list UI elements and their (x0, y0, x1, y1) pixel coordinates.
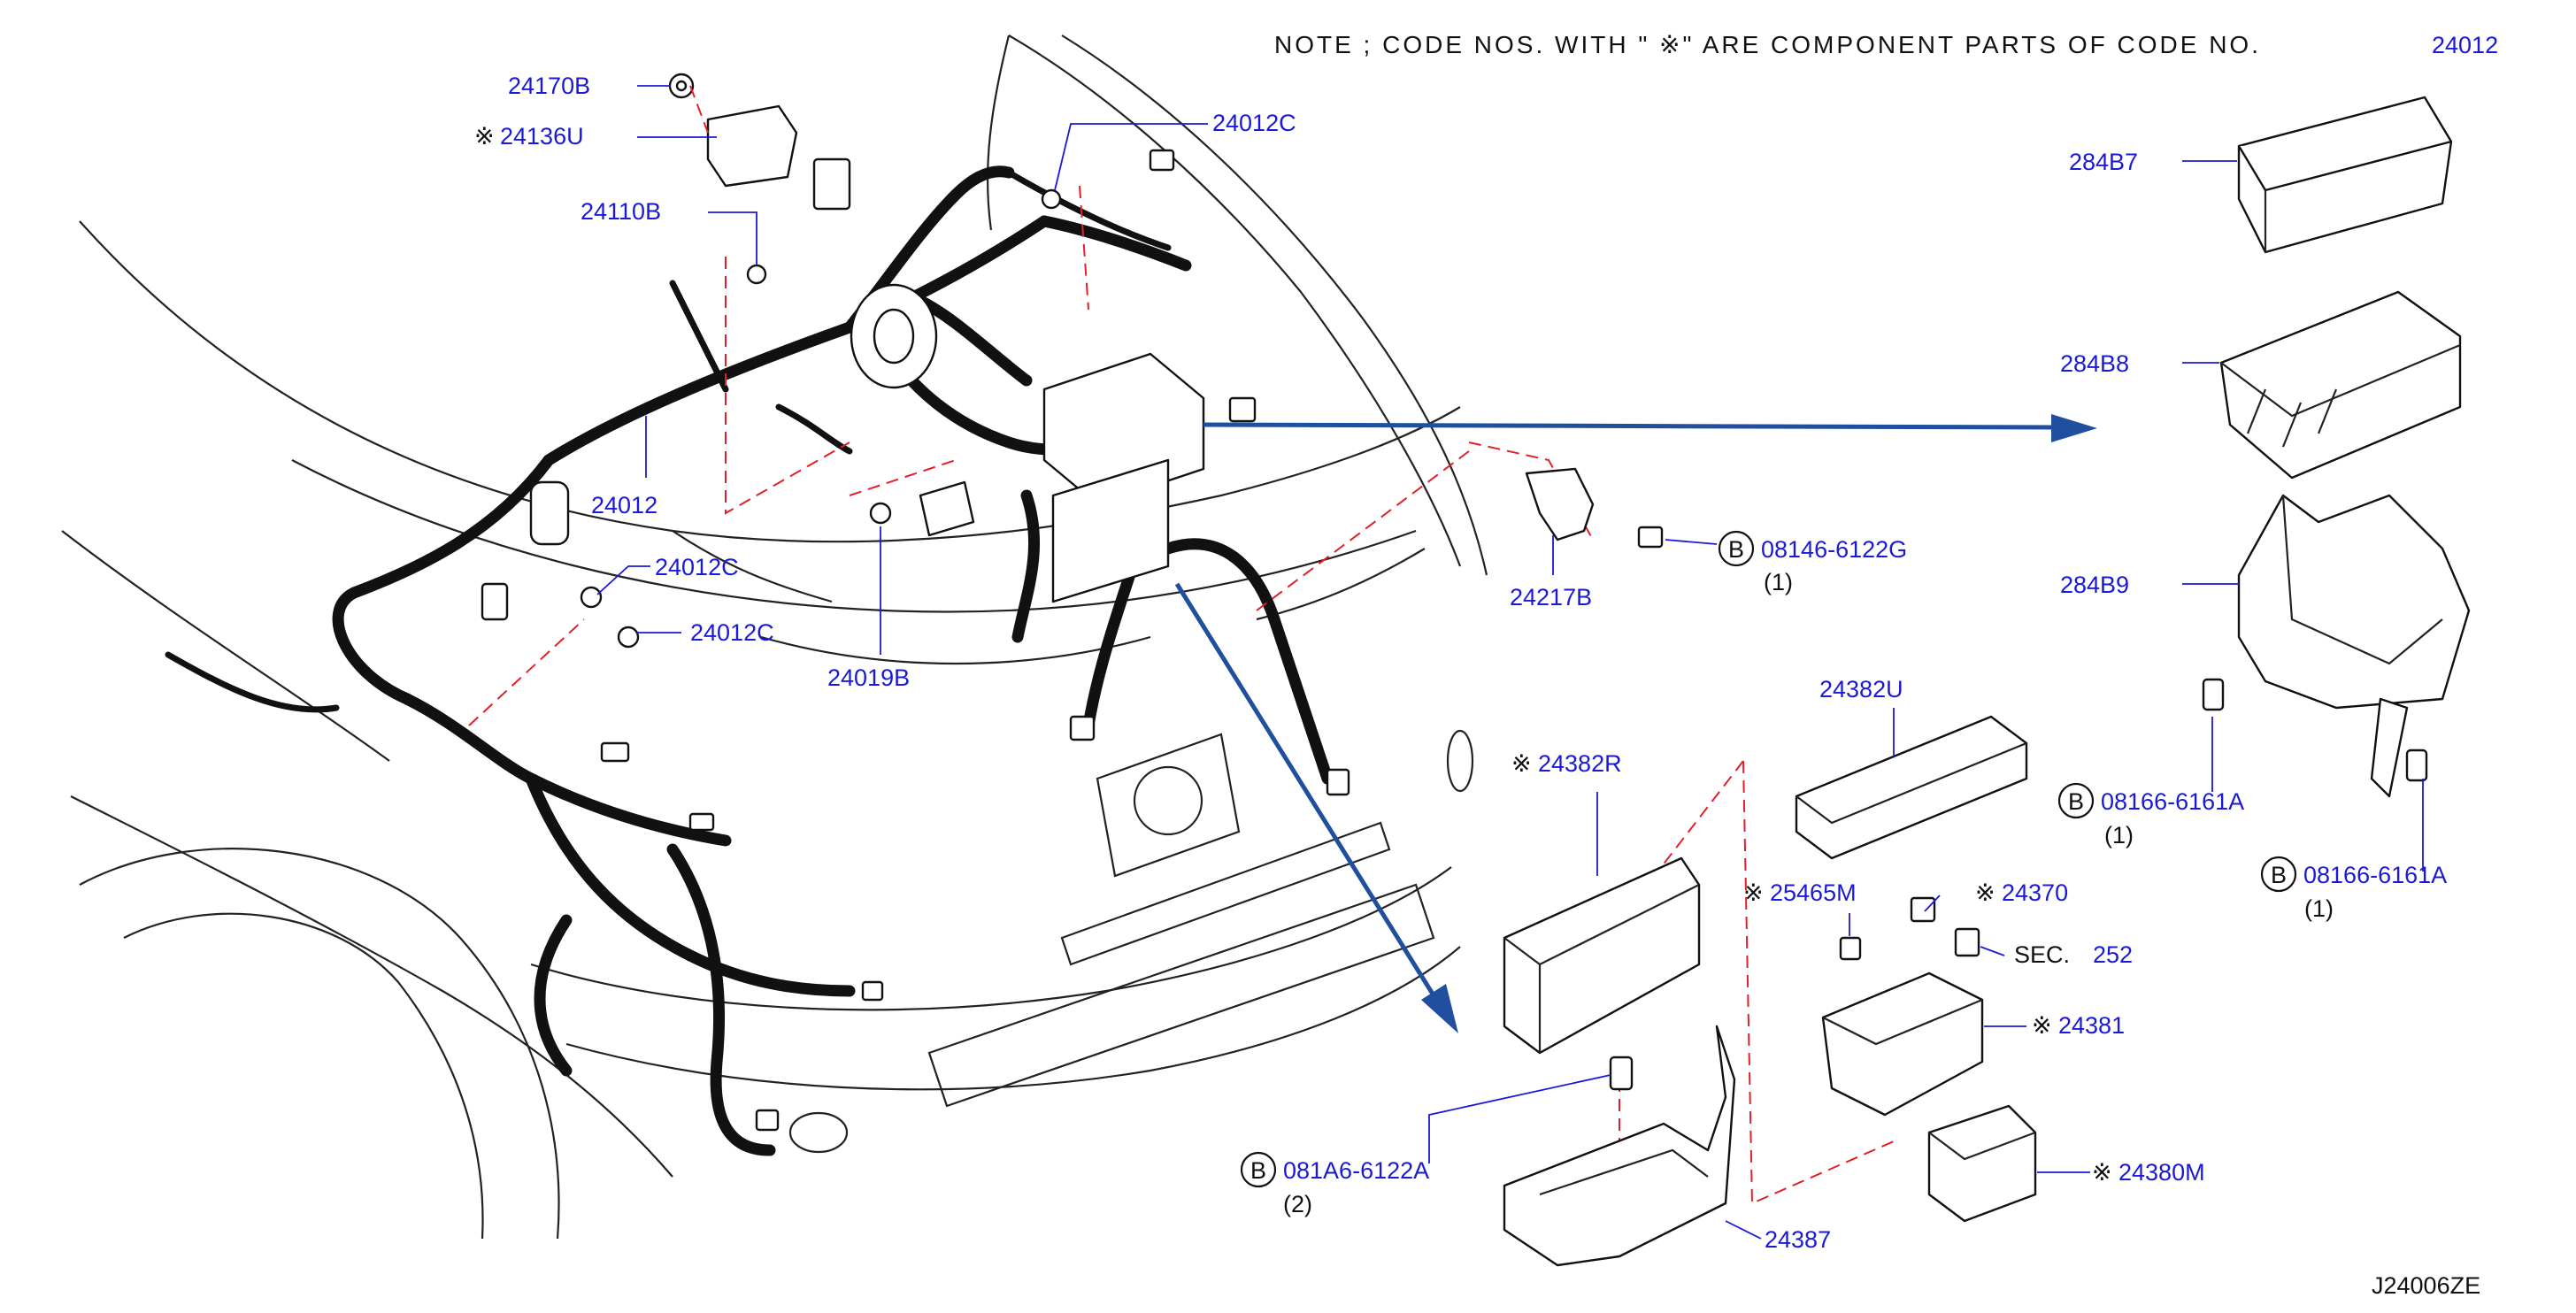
component-mark-icon: ※ (1743, 879, 1764, 906)
note-code: 24012 (2432, 32, 2498, 58)
label-284B7[interactable]: 284B7 (2069, 149, 2138, 175)
nut-icon (869, 502, 892, 525)
bolt-icon (1637, 526, 1664, 549)
label-24136U[interactable]: 24136U (500, 123, 584, 150)
top-small-parts (580, 73, 1062, 649)
bolt-icon (2202, 678, 2225, 711)
component-mark-icon: ※ (1975, 879, 1995, 906)
connector-icon (688, 812, 715, 832)
label-24382R[interactable]: 24382R (1538, 750, 1622, 777)
relay-box-upper-284B8 (2219, 290, 2462, 480)
label-sec-252[interactable]: 252 (2093, 941, 2133, 968)
part-labels: 24170B ※ 24136U 24110B 24012C 24012 2401… (474, 73, 2205, 1253)
bolt-icon (617, 626, 640, 649)
bolt-b-letter: B (2271, 862, 2287, 888)
bolt-icon (1609, 1056, 1634, 1091)
relay-24380M (1927, 1104, 2037, 1223)
bolt-callout-1: B 08146-6122G (1) (1718, 530, 1907, 595)
bolt-icon (580, 586, 603, 609)
connector-icon (755, 1109, 780, 1132)
label-24217B[interactable]: 24217B (1510, 584, 1592, 610)
relay-box-lower-284B9 (2202, 494, 2471, 798)
connector-icon (1069, 715, 1096, 741)
nut-icon (675, 80, 688, 92)
bolt-callout-4: B 081A6-6122A (2) (1240, 1151, 1429, 1217)
bolt-qty: (1) (1764, 569, 1793, 595)
connector-icon (1228, 396, 1257, 423)
connector-icon (861, 980, 884, 1002)
relay-box-cover-284B7 (2237, 96, 2453, 254)
label-24370[interactable]: 24370 (2002, 879, 2068, 906)
label-sec-prefix: SEC. (2014, 941, 2070, 968)
label-24110B[interactable]: 24110B (581, 198, 661, 225)
bolt-b-letter: B (1250, 1157, 1266, 1184)
connector-icon (1326, 768, 1350, 796)
bolt-callout-3: B 08166-6161A (1) (2260, 856, 2447, 922)
label-284B8[interactable]: 284B8 (2060, 350, 2129, 377)
bolt-b-letter: B (1728, 536, 1744, 563)
arrow-down-icon (1421, 984, 1458, 1033)
relay-case-24382R (1503, 856, 1701, 1055)
relay-icon (1910, 896, 1936, 923)
component-mark-icon: ※ (474, 123, 495, 150)
component-mark-icon: ※ (2032, 1012, 2052, 1039)
label-24012C-a[interactable]: 24012C (655, 554, 739, 580)
bolt-code-081A6-6122A[interactable]: 081A6-6122A (1283, 1157, 1429, 1184)
grommet-icon (873, 308, 915, 365)
label-24170B[interactable]: 24170B (508, 73, 590, 99)
bolt-b-icon (1718, 530, 1755, 567)
connector-icon (812, 157, 851, 211)
leader-lines (596, 85, 2424, 1240)
component-mark-icon: ※ (2092, 1159, 2112, 1186)
label-284B9[interactable]: 284B9 (2060, 572, 2129, 598)
arrow-right-icon (2051, 414, 2097, 442)
bolt-code-08166-6161A[interactable]: 08166-6161A (2101, 788, 2244, 815)
bracket-24387 (1503, 1025, 1736, 1267)
main-harness (165, 165, 1334, 1156)
label-25465M[interactable]: 25465M (1770, 879, 1857, 906)
relocation-arrows (1174, 414, 2097, 1033)
bolt-b-icon (2057, 782, 2095, 819)
engine-room-box (919, 352, 1205, 603)
label-24012C-top[interactable]: 24012C (1212, 110, 1296, 136)
bolt-b-icon (2260, 856, 2297, 893)
bolt-qty: (2) (1283, 1191, 1312, 1217)
bolt-code-08166-6161A[interactable]: 08166-6161A (2303, 862, 2447, 888)
bolt-icon (746, 264, 767, 285)
reference-dashes (468, 85, 2408, 1230)
bolt-b-letter: B (2068, 788, 2084, 815)
fuse-block-24381 (1821, 896, 1984, 1117)
label-24387[interactable]: 24387 (1765, 1226, 1831, 1253)
fuse-cover-24382U (1795, 715, 2028, 860)
connector-icon (481, 582, 509, 621)
grommet-icon (529, 480, 570, 546)
label-24381[interactable]: 24381 (2058, 1012, 2125, 1039)
label-24019B[interactable]: 24019B (827, 664, 910, 691)
label-24380M[interactable]: 24380M (2118, 1159, 2205, 1186)
bracket-24217B (1525, 467, 1664, 549)
bolt-icon (1041, 188, 1062, 210)
note-header: NOTE ; CODE NOS. WITH " ※" ARE COMPONENT… (1274, 31, 2498, 58)
relay-icon (1954, 927, 1980, 957)
connector-icon (600, 741, 630, 763)
note-text: NOTE ; CODE NOS. WITH " ※" ARE COMPONENT… (1274, 31, 2261, 58)
label-24012[interactable]: 24012 (591, 492, 657, 518)
bolt-code-08146-6122G[interactable]: 08146-6122G (1761, 536, 1907, 563)
label-24382U[interactable]: 24382U (1819, 676, 1903, 703)
bracket-icon (706, 104, 798, 188)
component-mark-icon: ※ (1511, 750, 1532, 777)
bolt-qty: (1) (2304, 895, 2334, 922)
harness-connectors (481, 149, 1350, 1132)
label-24012C-b[interactable]: 24012C (690, 619, 774, 646)
bolt-icon (2405, 749, 2428, 782)
vehicle-body-outline (61, 35, 1488, 1240)
bolt-qty: (1) (2104, 822, 2134, 848)
bolt-callout-2: B 08166-6161A (1) (2057, 782, 2244, 848)
bolt-b-icon (1240, 1151, 1277, 1188)
diagram-code: J24006ZE (2372, 1272, 2480, 1299)
connector-icon (1149, 149, 1175, 172)
fuse-icon (1839, 936, 1862, 961)
